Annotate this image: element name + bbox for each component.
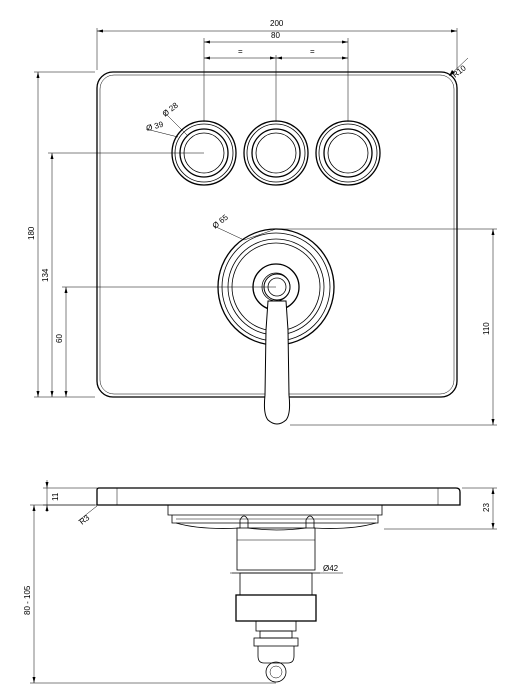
dim-button-spacing: 80 = = [203,31,349,122]
label-body-dia: Ø42 [323,564,339,573]
label-depth-range: 80 - 105 [23,585,32,615]
label-projection: 23 [482,503,491,512]
label-lever-drop: 110 [482,322,491,335]
dim-edge-radius: R3 [78,505,98,527]
label-button-outer-dia: Ø 39 [145,120,165,133]
dim-width: 200 [96,19,458,70]
label-height: 180 [27,226,36,240]
label-valve-height: 60 [55,334,64,343]
label-width: 200 [270,19,284,28]
label-rosette-dia: Ø 65 [211,212,231,230]
valve-body [236,527,316,571]
dim-projection: 23 [384,487,497,530]
button-right [315,120,381,186]
label-button-inner-dia: Ø 28 [161,100,181,118]
dim-button-diameters: Ø 28 Ø 39 [145,100,189,138]
label-equal-right: = [310,47,315,56]
dim-heights: 180 134 60 [27,71,276,398]
label-button-height: 134 [41,268,50,282]
mixer-lever [263,300,291,425]
dim-plate-thickness: 11 [43,480,97,512]
label-equal-left: = [238,47,243,56]
label-plate-thickness: 11 [51,492,60,501]
dim-body-dia: Ø42 [232,564,343,574]
label-edge-radius: R3 [78,513,92,527]
dim-lever-drop: 110 [290,229,497,426]
button-middle [243,120,309,186]
label-corner-radius: R10 [451,63,469,79]
side-plate [96,487,461,506]
label-button-spacing: 80 [271,31,280,40]
front-view: 200 80 = = R10 Ø [27,19,497,426]
dim-depth-range: 80 - 105 [23,504,276,684]
side-view: Ø42 11 R3 23 [23,480,497,684]
